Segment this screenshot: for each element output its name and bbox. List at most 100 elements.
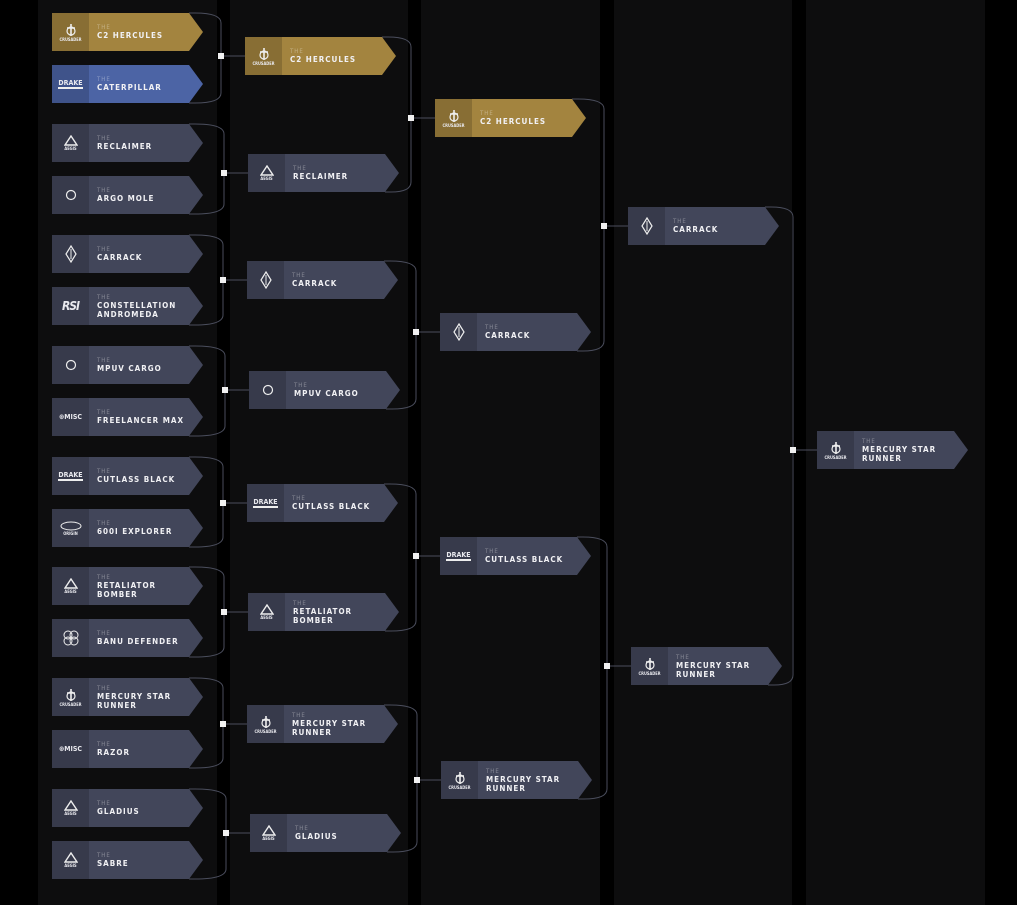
- drake-logo-icon: DRAKE: [52, 65, 89, 103]
- match-node: [223, 830, 229, 836]
- entry-prefix: THE: [97, 24, 111, 31]
- entry-prefix: THE: [97, 741, 111, 748]
- entry-prefix: THE: [97, 800, 111, 807]
- entry-name: C2 HERCULES: [290, 55, 357, 64]
- match-node: [220, 500, 226, 506]
- drake-logo-icon: DRAKE: [52, 457, 89, 495]
- crusader-logo-icon: CRUSADER: [435, 99, 472, 137]
- entry-prefix: THE: [676, 653, 690, 661]
- entry-name: GLADIUS: [295, 832, 338, 841]
- entry-prefix: THE: [97, 409, 111, 416]
- entry-name: CARRACK: [292, 279, 338, 288]
- crusader-logo-icon: CRUSADER: [817, 431, 854, 469]
- connector-line: [382, 36, 412, 193]
- match-node: [218, 53, 224, 59]
- entry-prefix: THE: [97, 684, 111, 692]
- entry-prefix: THE: [97, 357, 111, 364]
- entry-prefix: THE: [292, 495, 306, 502]
- aegis-logo-icon: AEGIS: [248, 154, 285, 192]
- rsi-logo-icon: RSI: [52, 287, 89, 325]
- misc-logo-icon: ⊛MISC: [52, 730, 89, 768]
- entry-name: SABRE: [97, 859, 129, 868]
- crusader-logo-icon: CRUSADER: [247, 705, 284, 743]
- entry-name: C2 HERCULES: [97, 31, 164, 40]
- entry-prefix: THE: [294, 382, 308, 389]
- misc-logo-icon: ⊛MISC: [52, 398, 89, 436]
- entry-name: ARGO MOLE: [97, 194, 155, 203]
- argo-logo-icon: [249, 371, 286, 409]
- argo-logo-icon: [52, 346, 89, 384]
- entry-name: CARRACK: [673, 225, 719, 234]
- entry-prefix: THE: [293, 165, 307, 172]
- entry-prefix: THE: [862, 437, 876, 445]
- entry-prefix: THE: [290, 48, 304, 55]
- match-node: [604, 663, 610, 669]
- aegis-logo-icon: AEGIS: [52, 841, 89, 879]
- entry-name: CARRACK: [485, 331, 531, 340]
- entry-prefix: THE: [485, 324, 499, 331]
- entry-name: C2 HERCULES: [480, 117, 547, 126]
- aegis-logo-icon: AEGIS: [250, 814, 287, 852]
- match-node: [414, 777, 420, 783]
- entry-prefix: THE: [292, 711, 306, 719]
- entry-name: RECLAIMER: [97, 142, 153, 151]
- entry-prefix: THE: [97, 246, 111, 253]
- connector-line: [577, 536, 608, 800]
- entry-name: RETALIATOR BOMBER: [293, 606, 353, 625]
- match-node: [222, 387, 228, 393]
- match-node: [220, 277, 226, 283]
- entry-prefix: THE: [480, 110, 494, 117]
- entry-prefix: THE: [97, 187, 111, 194]
- entry-prefix: THE: [295, 825, 309, 832]
- entry-prefix: THE: [292, 272, 306, 279]
- round-4-column: [614, 0, 792, 905]
- entry-name: MERCURY STAR RUNNER: [97, 691, 172, 710]
- origin-logo-icon: ORIGIN: [52, 509, 89, 547]
- entry-prefix: THE: [97, 293, 111, 301]
- anvil-logo-icon: [628, 207, 665, 245]
- entry-prefix: THE: [486, 767, 500, 775]
- anvil-logo-icon: [440, 313, 477, 351]
- argo-logo-icon: [52, 176, 89, 214]
- entry-name: MERCURY STAR RUNNER: [486, 774, 561, 793]
- connector-line: [384, 260, 417, 410]
- entry-prefix: THE: [293, 599, 307, 607]
- entry-prefix: THE: [97, 520, 111, 527]
- anvil-logo-icon: [247, 261, 284, 299]
- drake-logo-icon: DRAKE: [247, 484, 284, 522]
- entry-prefix: THE: [97, 135, 111, 142]
- anvil-logo-icon: [52, 235, 89, 273]
